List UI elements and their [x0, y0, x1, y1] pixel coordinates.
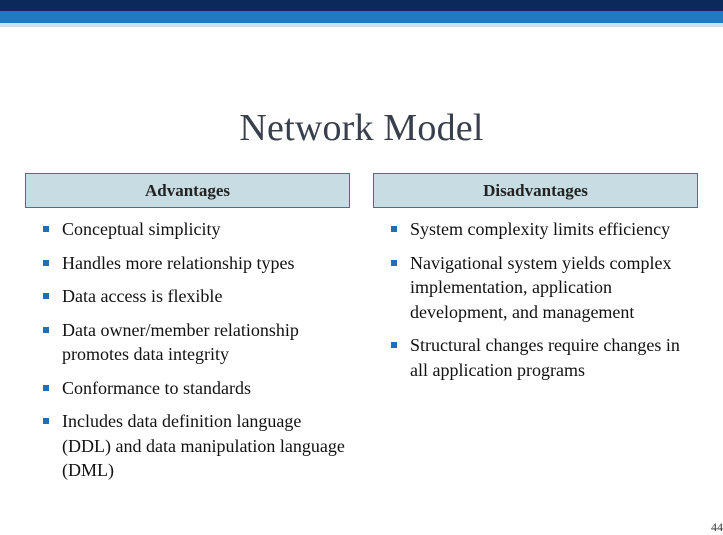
- square-bullet-icon: [43, 293, 49, 299]
- square-bullet-icon: [43, 384, 49, 391]
- top-banner-dark: [0, 0, 723, 11]
- disadvantages-list: System complexity limits efficiency Navi…: [373, 217, 698, 382]
- square-bullet-icon: [391, 226, 397, 232]
- top-banner-blue: [0, 11, 723, 23]
- list-item: System complexity limits efficiency: [373, 217, 698, 242]
- list-item: Data access is flexible: [25, 284, 350, 309]
- list-item-text: Data access is flexible: [62, 286, 223, 306]
- list-item-text: System complexity limits efficiency: [410, 219, 671, 239]
- list-item: Navigational system yields complex imple…: [373, 251, 698, 325]
- list-item: Handles more relationship types: [25, 251, 350, 276]
- slide-title: Network Model: [239, 107, 484, 149]
- disadvantages-column: Disadvantages System complexity limits e…: [373, 173, 698, 391]
- list-item: Conceptual simplicity: [25, 217, 350, 242]
- square-bullet-icon: [391, 342, 397, 348]
- list-item: Structural changes require changes in al…: [373, 333, 698, 382]
- advantages-list: Conceptual simplicity Handles more relat…: [25, 217, 350, 483]
- square-bullet-icon: [43, 418, 49, 424]
- list-item-text: Conceptual simplicity: [62, 219, 221, 239]
- square-bullet-icon: [43, 326, 49, 333]
- disadvantages-header: Disadvantages: [373, 173, 698, 208]
- list-item: Conformance to standards: [25, 376, 350, 401]
- advantages-header: Advantages: [25, 173, 350, 208]
- list-item-text: Handles more relationship types: [62, 252, 295, 273]
- list-item-text: Includes data definition language (DDL) …: [62, 411, 345, 480]
- list-item: Data owner/member relationship promotes …: [25, 318, 350, 367]
- list-item-text: Structural changes require changes in al…: [410, 335, 680, 380]
- page-number: 44: [711, 520, 723, 534]
- list-item: Includes data definition language (DDL) …: [25, 409, 350, 483]
- advantages-column: Advantages Conceptual simplicity Handles…: [25, 173, 350, 492]
- list-item-text: Navigational system yields complex imple…: [410, 252, 672, 322]
- square-bullet-icon: [391, 259, 397, 266]
- top-banner-light: [0, 23, 723, 27]
- square-bullet-icon: [43, 259, 49, 266]
- list-item-text: Conformance to standards: [62, 377, 251, 398]
- square-bullet-icon: [43, 226, 49, 232]
- list-item-text: Data owner/member relationship promotes …: [62, 319, 299, 365]
